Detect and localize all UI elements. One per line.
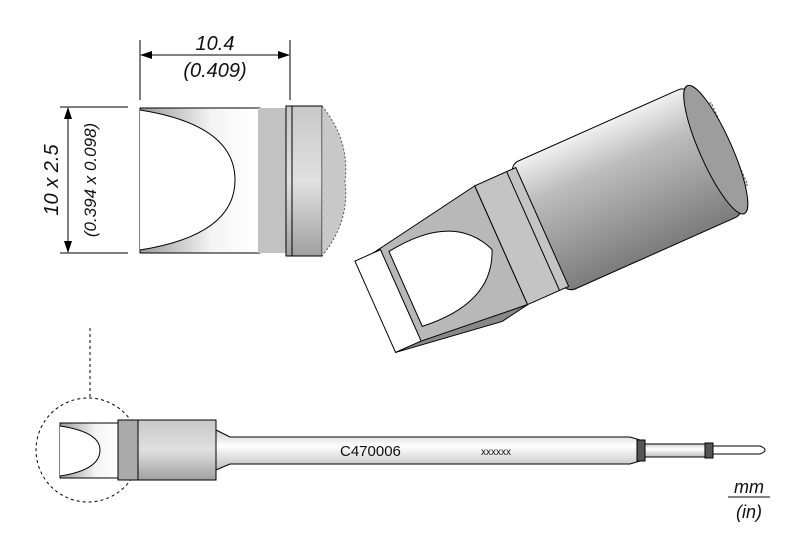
units-legend: mm (in) — [728, 477, 770, 522]
front-view: 10.4 (0.409) 10 x 2.5 (0.394 x 0.098) — [41, 33, 347, 258]
isometric-view — [354, 84, 749, 354]
unit-mm: mm — [734, 477, 764, 497]
full-tip-view: C470006 xxxxxx — [35, 328, 766, 503]
lot-code-label: xxxxxx — [481, 447, 511, 458]
size-in-label: (0.394 x 0.098) — [81, 123, 100, 237]
part-number-label: C470006 — [340, 443, 401, 460]
width-mm-label: 10.4 — [196, 33, 235, 55]
unit-in: (in) — [736, 502, 762, 522]
size-mm-label: 10 x 2.5 — [41, 144, 63, 216]
width-in-label: (0.409) — [183, 60, 246, 82]
